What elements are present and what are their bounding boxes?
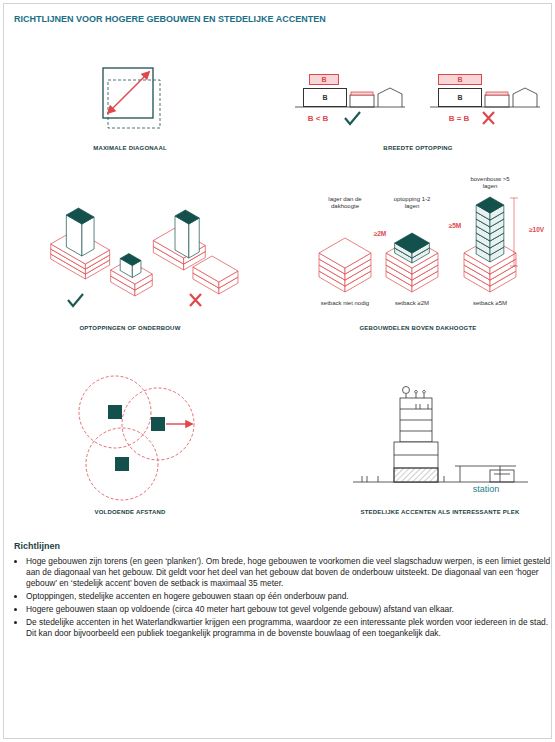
building-block: B (303, 88, 347, 107)
figure-label: STEDELIJKE ACCENTEN ALS INTERESSANTE PLE… (360, 509, 519, 515)
building-face (476, 197, 504, 213)
guideline-item: Optoppingen, stedelijke accenten en hoge… (26, 591, 554, 602)
figure-label: ≥10V (529, 226, 544, 233)
width-letter: B (457, 94, 462, 101)
label-text: ≥10V (529, 226, 544, 233)
label-text: BREEDTE OPTOPPING (383, 145, 452, 151)
building-face (319, 238, 371, 268)
check-mark (345, 112, 360, 124)
label-text: ≥5M (449, 222, 462, 229)
figure-label: GEBOUWDELEN BOVEN DAKHOOGTE (359, 325, 476, 331)
building-block: B (438, 74, 482, 85)
label-text: ≥2M (374, 230, 387, 237)
building-face (66, 208, 94, 224)
building-face (120, 254, 141, 266)
width-letter: B (321, 76, 326, 83)
figure-label: ≥2M (374, 230, 387, 237)
label-text: bovenbouw >5 lagen (468, 176, 512, 190)
label-text: STEDELIJKE ACCENTEN ALS INTERESSANTE PLE… (360, 509, 519, 515)
figure-label: OPTOPPINGEN OF ONDERBOUW (79, 325, 180, 331)
label-text: optopping 1-2 lagen (390, 196, 434, 210)
building-block: B (438, 88, 482, 107)
guideline-item: Hoge gebouwen zijn torens (en geen ‘plan… (26, 556, 554, 589)
figure-label: bovenbouw >5 lagen (468, 176, 512, 190)
label-text: setback ≥2M (395, 300, 429, 307)
width-figure (295, 88, 540, 107)
label-text: setback ≥5M (473, 300, 507, 307)
figure-label: B < B (308, 114, 329, 123)
figure-label: setback niet nodig (321, 300, 369, 307)
guideline-item: Hogere gebouwen staan op voldoende (circ… (26, 604, 554, 615)
cross-mark (483, 112, 494, 124)
building-face (175, 210, 199, 224)
figure-label: lager dan de dakhoogte (319, 196, 371, 210)
figure-label: B = B (449, 114, 470, 123)
label-text: station (473, 484, 500, 494)
figure-label: station (473, 484, 500, 494)
figure-label: BREEDTE OPTOPPING (383, 145, 452, 151)
guideline-list: Hoge gebouwen zijn torens (en geen ‘plan… (14, 556, 554, 640)
figure-label: optopping 1-2 lagen (390, 196, 434, 210)
figure-label: setback ≥5M (473, 300, 507, 307)
label-text: lager dan de dakhoogte (319, 196, 371, 210)
guideline-item: De stedelijke accenten in het Waterlandk… (26, 617, 554, 639)
label-text: B = B (449, 114, 470, 123)
isometric-figures (51, 197, 518, 296)
building-face (395, 233, 430, 253)
dimension-line (510, 198, 518, 266)
figure-label: Richtlijnen (14, 541, 60, 551)
label-text: OPTOPPINGEN OF ONDERBOUW (79, 325, 180, 331)
building-face (189, 218, 199, 258)
label-text: VOLDOENDE AFSTAND (94, 509, 165, 515)
label-text: Richtlijnen (14, 541, 60, 551)
distance-figure (79, 376, 194, 500)
label-text: GEBOUWDELEN BOVEN DAKHOOGTE (359, 325, 476, 331)
figure-label: setback ≥2M (395, 300, 429, 307)
title-text: RICHTLIJNEN VOOR HOGERE GEBOUWEN EN STED… (14, 14, 326, 24)
figure-label: ≥5M (449, 222, 462, 229)
width-letter: B (457, 76, 462, 83)
label-text: MAXIMALE DIAGONAAL (93, 145, 167, 151)
label-text: B < B (308, 114, 329, 123)
page-title: RICHTLIJNEN VOOR HOGERE GEBOUWEN EN STED… (14, 14, 326, 24)
check-mark (68, 294, 83, 306)
label-text: setback niet nodig (321, 300, 369, 307)
accent-figure (353, 387, 528, 483)
width-letter: B (322, 94, 327, 101)
building-face (193, 256, 238, 282)
figure-label: MAXIMALE DIAGONAAL (93, 145, 167, 151)
figure-label: VOLDOENDE AFSTAND (94, 509, 165, 515)
diagonal-figure (103, 68, 160, 128)
cross-mark (190, 294, 201, 306)
building-block: B (309, 74, 339, 85)
